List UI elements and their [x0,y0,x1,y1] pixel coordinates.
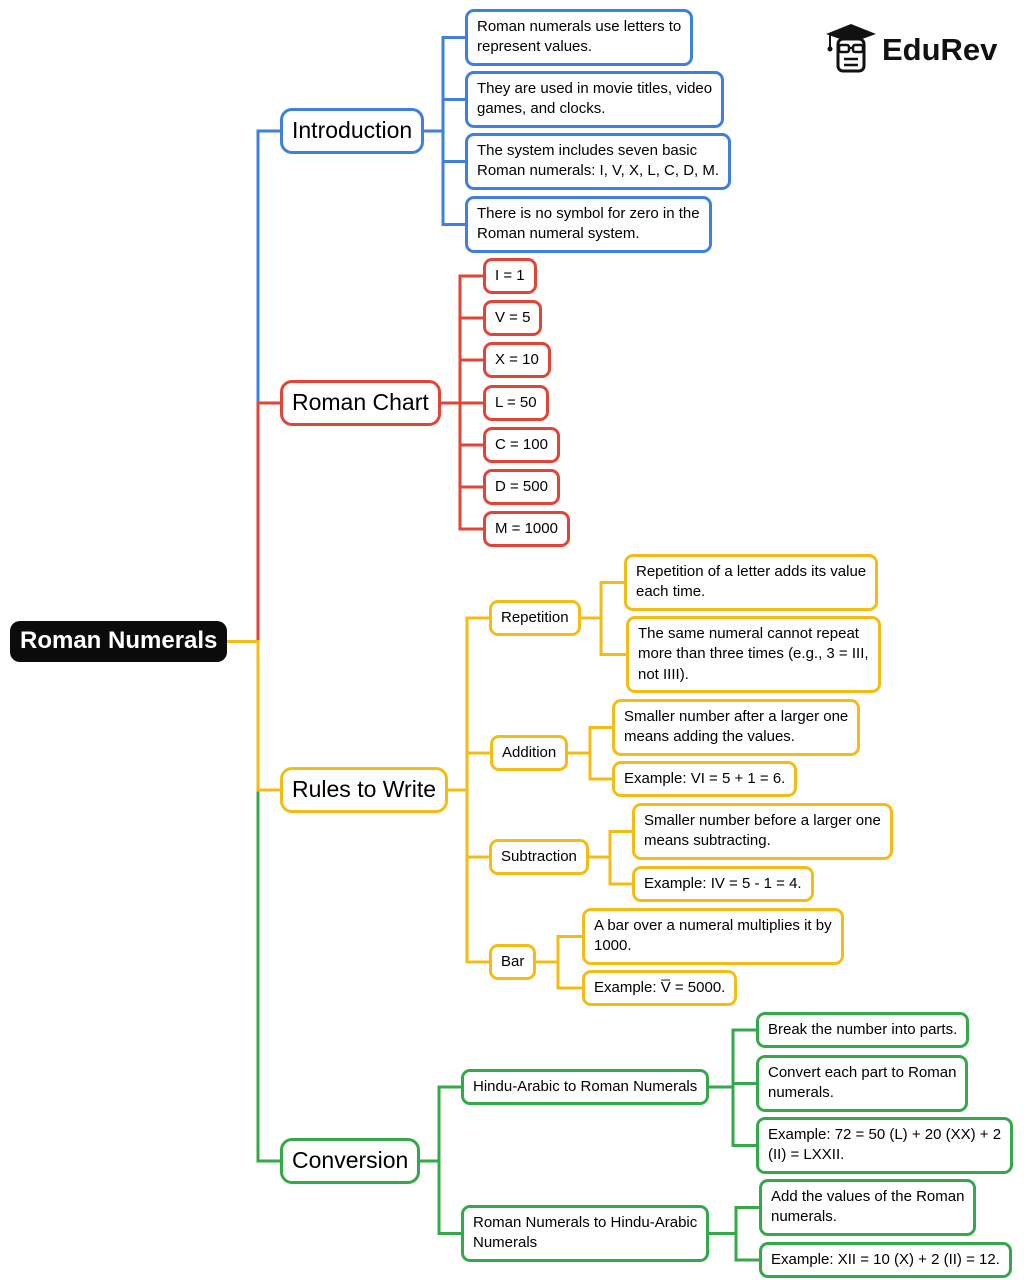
logo-text: EduRev [882,32,998,67]
bar-item-rule: A bar over a numeral multiplies it by 10… [582,908,844,965]
chart-item-x: X = 10 [483,342,551,379]
chart-item-d: D = 500 [483,469,560,506]
intro-item-seven-numerals: The system includes seven basic Roman nu… [465,133,732,190]
addition-item-example: Example: VI = 5 + 1 = 6. [612,761,798,798]
edurev-logo: EduRev [824,22,997,74]
rule-addition: Addition [490,735,569,772]
chart-item-v: V = 5 [483,300,543,337]
root-node: Roman Numerals [10,621,228,662]
bar-item-example: Example: V̅ = 5000. [582,970,738,1007]
conversion-hindu-to-roman: Hindu-Arabic to Roman Numerals [461,1069,710,1106]
rule-subtraction: Subtraction [489,839,589,876]
repetition-item-max-three: The same numeral cannot repeat more than… [626,616,881,693]
subtraction-item-example: Example: IV = 5 - 1 = 4. [632,866,814,903]
roman-to-hindu-item-example: Example: XII = 10 (X) + 2 (II) = 12. [759,1242,1012,1279]
hindu-to-roman-item-break: Break the number into parts. [756,1012,970,1049]
hindu-to-roman-item-example: Example: 72 = 50 (L) + 20 (XX) + 2 (II) … [756,1117,1014,1174]
intro-item-letters: Roman numerals use letters to represent … [465,9,694,66]
branch-conversion: Conversion [280,1138,421,1184]
subtraction-item-rule: Smaller number before a larger one means… [632,803,893,860]
conversion-roman-to-hindu: Roman Numerals to Hindu-Arabic Numerals [461,1205,710,1262]
graduate-mascot-icon [826,24,876,73]
chart-item-i: I = 1 [483,258,537,295]
addition-item-rule: Smaller number after a larger one means … [612,699,861,756]
chart-item-l: L = 50 [483,385,549,422]
intro-item-usage: They are used in movie titles, video gam… [465,71,725,128]
branch-introduction: Introduction [280,108,425,154]
branch-rules-to-write: Rules to Write [280,767,449,813]
rule-repetition: Repetition [489,600,581,637]
intro-item-no-zero: There is no symbol for zero in the Roman… [465,196,712,253]
roman-to-hindu-item-add: Add the values of the Roman numerals. [759,1179,977,1236]
rule-bar: Bar [489,944,537,981]
hindu-to-roman-item-convert: Convert each part to Roman numerals. [756,1055,969,1112]
branch-roman-chart: Roman Chart [280,380,441,426]
chart-item-m: M = 1000 [483,511,570,548]
repetition-item-adds: Repetition of a letter adds its value ea… [624,554,879,611]
chart-item-c: C = 100 [483,427,560,464]
